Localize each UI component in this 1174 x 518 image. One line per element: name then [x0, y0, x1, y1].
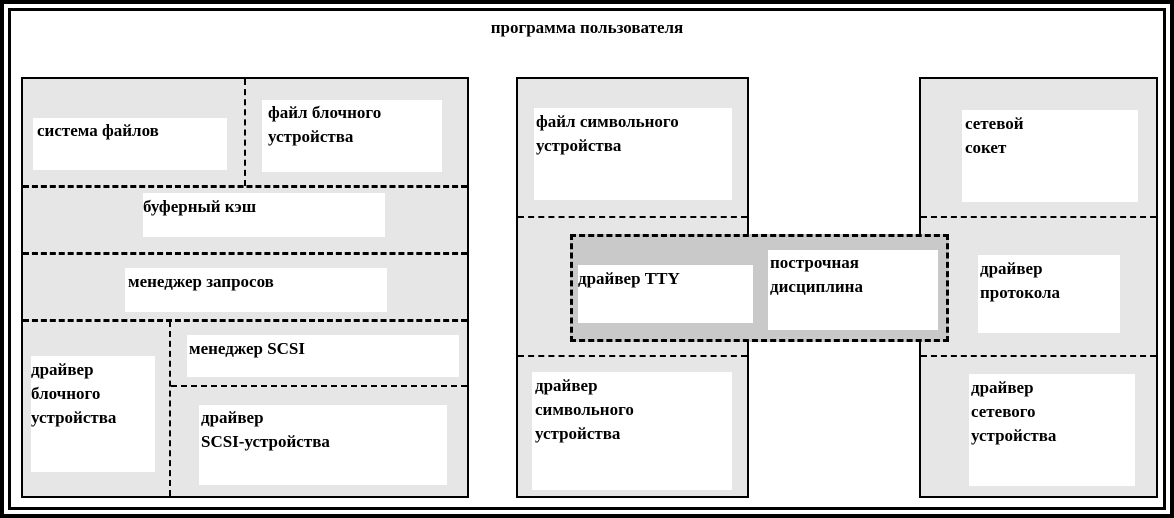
tty-driver-box	[578, 265, 753, 323]
block-driver-box	[31, 356, 155, 472]
divider-right-bottom	[921, 355, 1156, 357]
line-discipline-box	[768, 250, 938, 330]
request-manager-label: менеджер запросов	[128, 272, 274, 291]
char-file-box	[534, 108, 732, 200]
block-file-label: файл блочного устройства	[268, 103, 382, 146]
filesystem-box	[33, 118, 227, 170]
tty-driver-label: драйвер TTY	[578, 269, 680, 288]
divider-after-cache	[23, 252, 467, 255]
char-driver-box	[532, 372, 732, 490]
scsi-driver-box	[199, 405, 447, 485]
buffer-cache-box	[143, 193, 385, 237]
line-discipline-label: построчная дисциплина	[770, 253, 863, 296]
divider-vertical-bottom	[169, 321, 171, 496]
protocol-driver-label: драйвер протокола	[980, 259, 1061, 302]
char-file-label: файл символьного устройства	[536, 112, 679, 155]
socket-label: сетевой сокет	[965, 114, 1024, 157]
divider-right-top	[921, 216, 1156, 218]
divider-scsi	[171, 385, 467, 387]
scsi-manager-box	[187, 335, 459, 377]
net-driver-label: драйвер сетевого устройства	[971, 378, 1057, 445]
buffer-cache-label: буферный кэш	[143, 197, 257, 216]
divider-vertical-top	[244, 79, 246, 186]
protocol-driver-box	[978, 255, 1120, 333]
char-driver-label: драйвер символьного устройства	[535, 376, 634, 443]
socket-box	[962, 110, 1138, 202]
scsi-manager-label: менеджер SCSI	[189, 339, 305, 358]
scsi-driver-label: драйвер SCSI-устройства	[201, 408, 330, 451]
inner-frame	[8, 8, 1166, 510]
net-driver-box	[969, 374, 1135, 486]
divider-middle-top	[518, 216, 747, 218]
block-driver-label: драйвер блочного устройства	[31, 360, 117, 427]
request-manager-box	[125, 268, 387, 312]
divider-after-requests	[23, 319, 467, 322]
block-file-box	[262, 100, 442, 172]
filesystem-label: система файлов	[37, 121, 159, 140]
divider-middle-bottom	[518, 355, 747, 357]
divider-after-files	[23, 185, 467, 188]
diagram-title: программа пользователя	[490, 18, 684, 37]
